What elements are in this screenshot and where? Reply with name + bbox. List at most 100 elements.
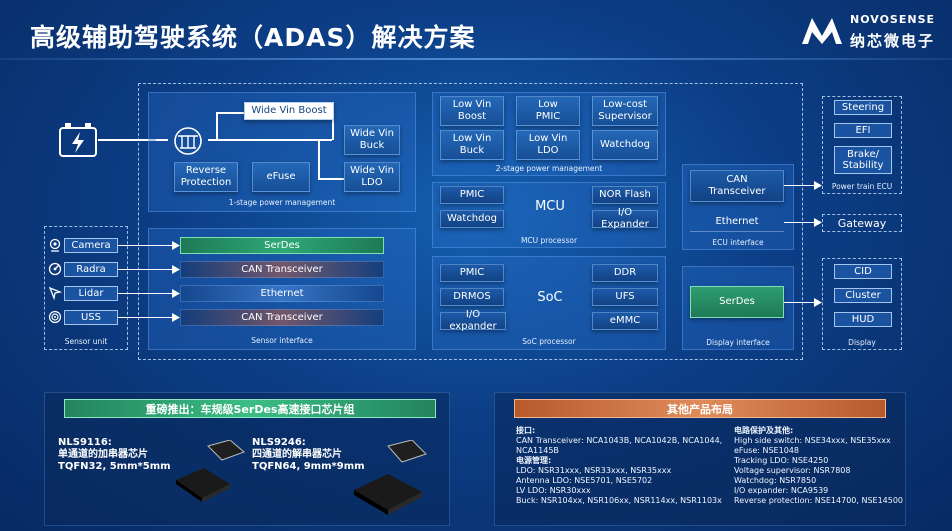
power-products-list: LDO: NSR31xxx, NSR33xxx, NSR35xxx Antenn… xyxy=(516,466,722,505)
soc-core-block[interactable]: SoC xyxy=(537,289,563,305)
display-label: Display xyxy=(848,338,876,347)
battery-line xyxy=(98,139,156,141)
mcu-processor-label: MCU processor xyxy=(520,236,578,245)
ldo-feed-line xyxy=(318,178,344,180)
lidar-sensor[interactable]: Lidar xyxy=(64,286,118,301)
mosfet-icon xyxy=(174,127,202,155)
display-interface-label: Display interface xyxy=(706,338,770,347)
ecu-ethernet-block[interactable]: Ethernet xyxy=(690,212,784,232)
other-products-header: 其他产品布局 xyxy=(514,399,886,418)
ethernet-interface-bar[interactable]: Ethernet xyxy=(180,285,384,302)
steering-block[interactable]: Steering xyxy=(834,100,892,115)
arrow-icon xyxy=(172,241,180,250)
sensor-interface-label: Sensor interface xyxy=(251,336,313,345)
low-vin-boost-block[interactable]: Low Vin Boost xyxy=(440,96,504,126)
radar-link-line xyxy=(118,269,176,270)
brake-stability-block[interactable]: Brake/ Stability xyxy=(834,146,892,174)
lidar-icon xyxy=(48,286,62,300)
ecu-interface-label: ECU interface xyxy=(712,238,764,247)
sensor-unit-label: Sensor unit xyxy=(64,337,108,346)
novosense-logo-icon xyxy=(802,18,842,44)
protection-products-title: 电路保护及其他: xyxy=(734,426,794,435)
boost-feed-line xyxy=(216,112,244,114)
serdes-interface-bar[interactable]: SerDes xyxy=(180,237,384,254)
powertrain-ecu-group xyxy=(822,96,902,194)
cid-block[interactable]: CID xyxy=(834,264,892,279)
display-link-line xyxy=(784,302,816,303)
arrow-icon xyxy=(172,265,180,274)
serdes-promo-header: 重磅推出：车规级SerDes高速接口芯片组 xyxy=(64,399,436,418)
ufs-block[interactable]: UFS xyxy=(592,288,658,306)
mcu-io-expander-block[interactable]: I/O Expander xyxy=(592,207,658,230)
display-group xyxy=(822,258,902,350)
efuse-block[interactable]: eFuse xyxy=(252,162,310,192)
soc-io-expander-block[interactable]: I/O expander xyxy=(440,309,506,332)
soc-pmic-block[interactable]: PMIC xyxy=(440,264,504,282)
soc-processor-label: SoC processor xyxy=(522,337,576,346)
system-boundary xyxy=(138,83,803,360)
logo-brand-en: NOVOSENSE xyxy=(850,13,936,26)
camera-link-line xyxy=(118,245,176,246)
display-serdes-block[interactable]: SerDes xyxy=(690,286,784,318)
arrow-icon xyxy=(814,218,822,227)
arrow-icon xyxy=(814,181,822,190)
lidar-link-line xyxy=(118,293,176,294)
camera-sensor[interactable]: Camera xyxy=(64,238,118,253)
ddr-block[interactable]: DDR xyxy=(592,264,658,282)
powertrain-link-line xyxy=(784,185,816,186)
radar-sensor[interactable]: Radra xyxy=(64,262,118,277)
stage2-power-label: 2-stage power management xyxy=(495,164,603,173)
low-pmic-block[interactable]: Low PMIC xyxy=(516,96,580,126)
wide-vin-ldo-block[interactable]: Wide Vin LDO xyxy=(344,162,400,192)
can-transceiver-bar-2[interactable]: CAN Transceiver xyxy=(180,309,384,326)
hud-block[interactable]: HUD xyxy=(834,312,892,327)
page-title: 高级辅助驾驶系统（ADAS）解决方案 xyxy=(30,23,476,52)
low-cost-supervisor-block[interactable]: Low-cost Supervisor xyxy=(592,96,658,126)
low-vin-buck-block[interactable]: Low Vin Buck xyxy=(440,130,504,160)
chip-package-icon xyxy=(176,440,245,502)
logo-brand-cn: 纳芯微电子 xyxy=(850,32,936,50)
mosfet-in-line xyxy=(156,139,168,141)
powertrain-ecu-label: Power train ECU xyxy=(831,182,893,191)
nor-flash-block[interactable]: NOR Flash xyxy=(592,186,658,204)
wide-vin-boost-block[interactable]: Wide Vin Boost xyxy=(244,102,334,120)
efi-block[interactable]: EFI xyxy=(834,123,892,138)
reverse-protection-block[interactable]: Reverse Protection xyxy=(174,162,238,192)
uss-link-line xyxy=(118,317,176,318)
interface-products-title: 接口: xyxy=(516,426,536,435)
power-products-title: 电源管理: xyxy=(516,456,552,465)
gateway-block[interactable]: Gateway xyxy=(822,214,902,232)
boost-riser-line xyxy=(216,112,218,140)
mcu-watchdog-block[interactable]: Watchdog xyxy=(440,210,504,228)
battery-icon xyxy=(59,123,97,157)
mcu-pmic-block[interactable]: PMIC xyxy=(440,186,504,204)
arrow-icon xyxy=(172,313,180,322)
nls9246-description: NLS9246: 四通道的解串器芯片 TQFN64, 9mm*9mm xyxy=(252,437,365,472)
protection-products-list: High side switch: NSE34xxx, NSE35xxx eFu… xyxy=(734,436,904,505)
nls9116-description: NLS9116: 单通道的加串器芯片 TQFN32, 5mm*5mm xyxy=(58,437,171,472)
low-vin-ldo-block[interactable]: Low Vin LDO xyxy=(516,130,580,160)
power-bus-line xyxy=(208,139,332,141)
radar-icon xyxy=(48,262,62,276)
uss-sensor[interactable]: USS xyxy=(64,310,118,325)
can-transceiver-bar-1[interactable]: CAN Transceiver xyxy=(180,261,384,278)
ldo-riser-line xyxy=(318,139,320,179)
ecu-can-transceiver-block[interactable]: CAN Transceiver xyxy=(690,170,784,202)
arrow-icon xyxy=(814,298,822,307)
wide-vin-buck-block[interactable]: Wide Vin Buck xyxy=(344,125,400,155)
arrow-icon xyxy=(172,289,180,298)
ultrasonic-icon xyxy=(48,310,62,324)
interface-products-list: CAN Transceiver: NCA1043B, NCA1042B, NCA… xyxy=(516,436,723,455)
title-divider xyxy=(0,58,952,60)
stage1-power-label: 1-stage power management xyxy=(228,198,336,207)
sensor-unit-group xyxy=(44,226,128,350)
mcu-core-block[interactable]: MCU xyxy=(535,198,565,214)
camera-icon xyxy=(49,238,61,252)
boost-drop-line xyxy=(332,112,334,140)
drmos-block[interactable]: DRMOS xyxy=(440,288,504,306)
emmc-block[interactable]: eMMC xyxy=(592,312,658,330)
chip-package-icon xyxy=(354,440,427,515)
cluster-block[interactable]: Cluster xyxy=(834,288,892,303)
watchdog-block[interactable]: Watchdog xyxy=(592,130,658,160)
gateway-link-line xyxy=(784,222,816,223)
